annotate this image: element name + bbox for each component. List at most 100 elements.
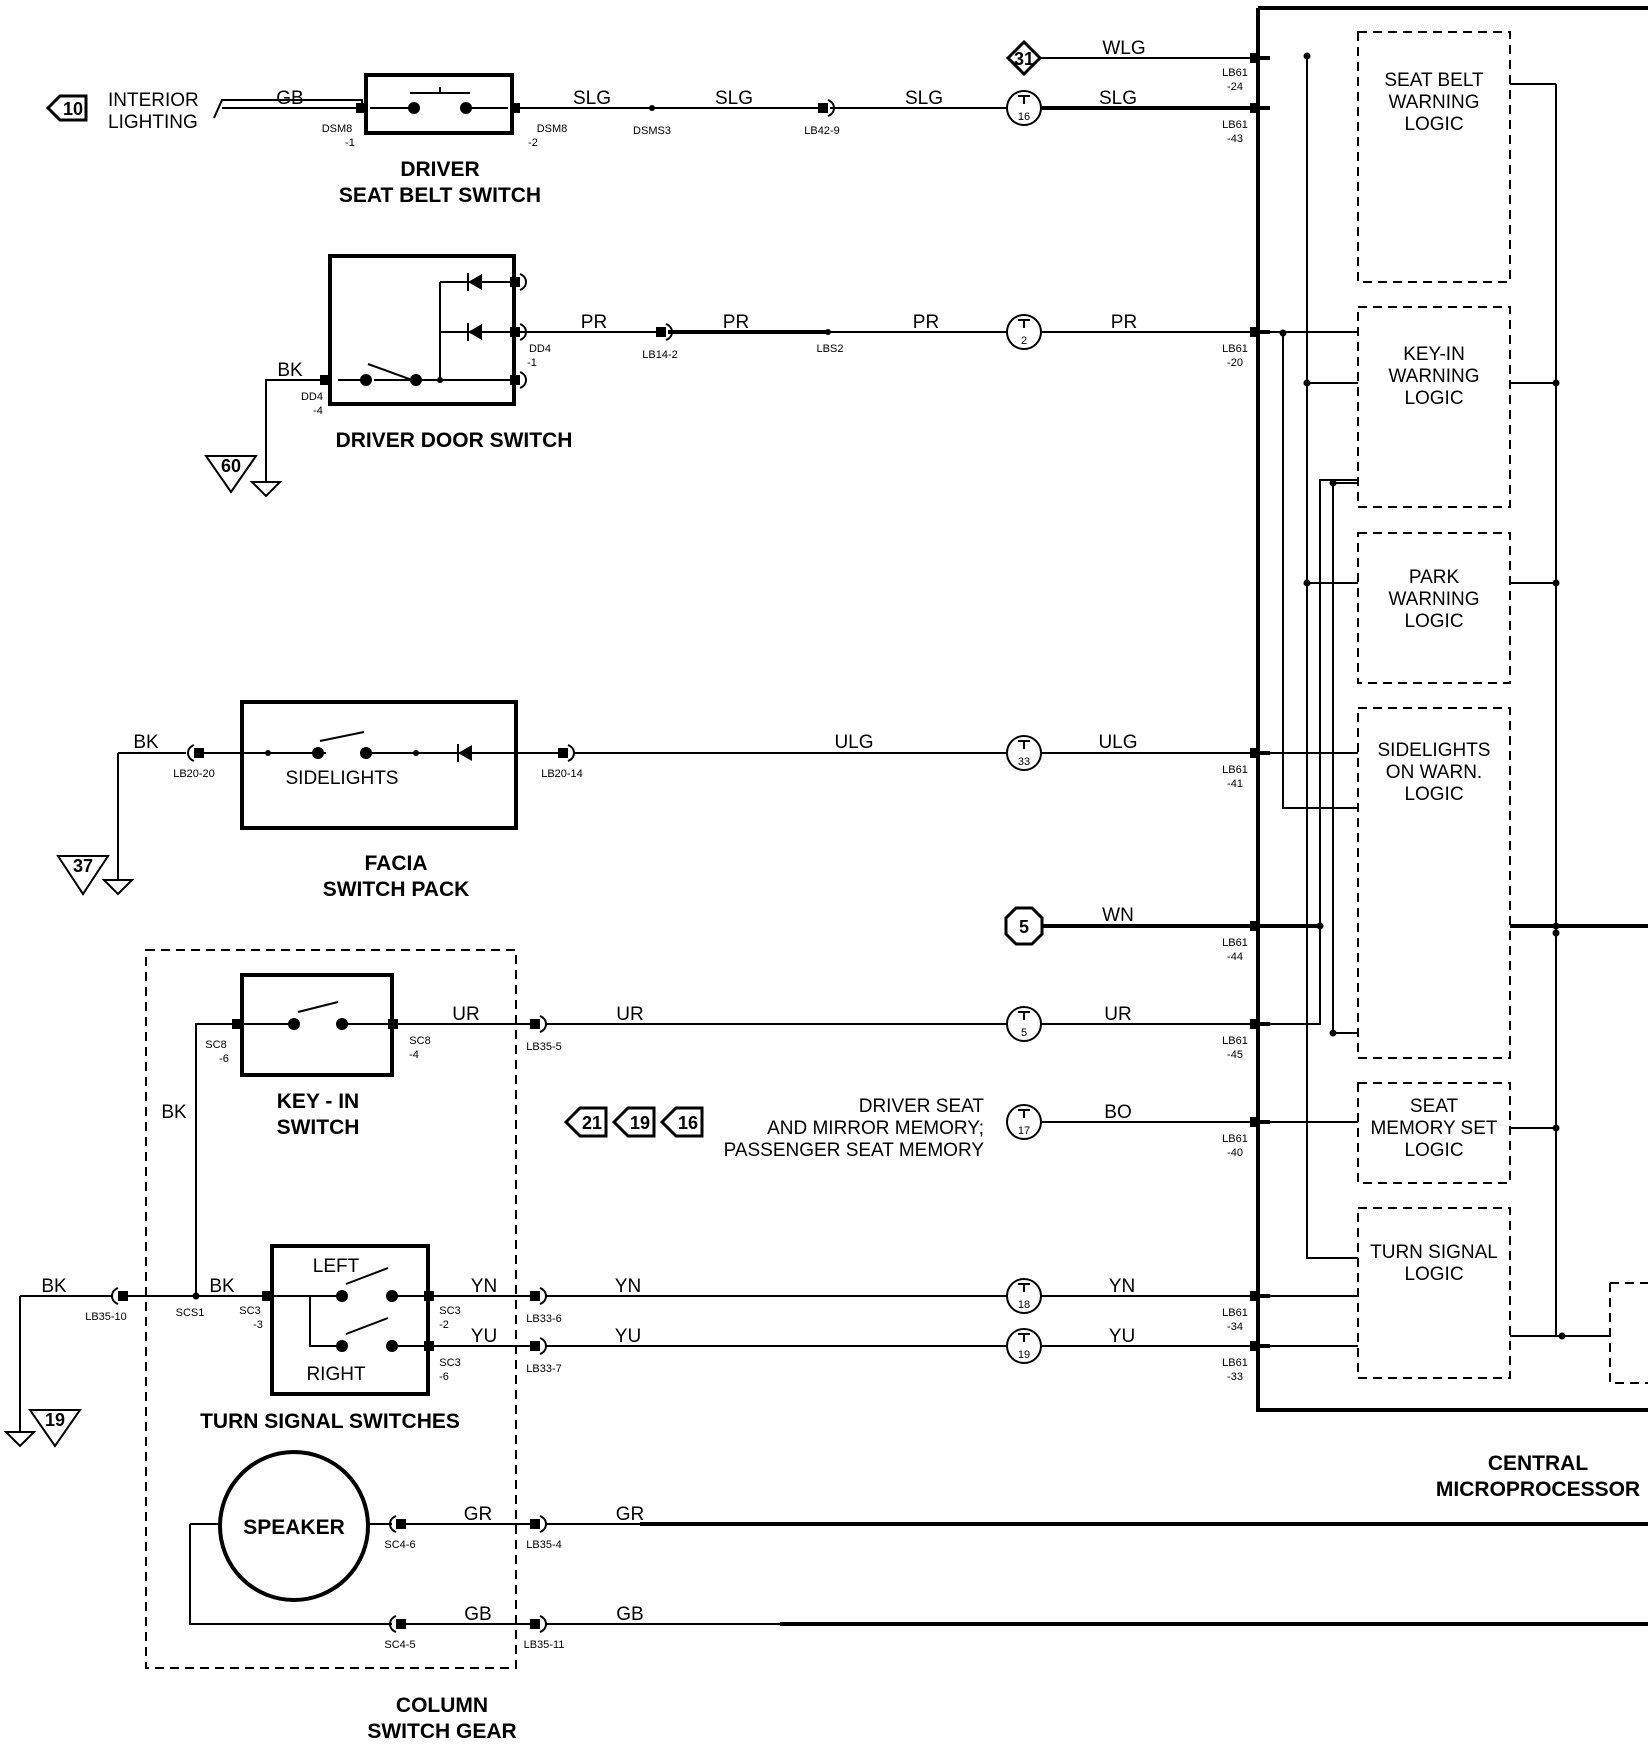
- pin-dsm8-2-l2: -2: [528, 137, 538, 149]
- wire-ulg-label-2: ULG: [1098, 732, 1137, 753]
- inline-connector-33: [1006, 735, 1042, 771]
- turn-left-label: LEFT: [313, 1256, 360, 1277]
- memory-label-3: PASSENGER SEAT MEMORY: [724, 1140, 985, 1161]
- ground-ref-60: [204, 455, 258, 494]
- pin-sc8-4-l1: SC8: [409, 1035, 430, 1047]
- microprocessor-label-line2: MICROPROCESSOR: [1436, 1478, 1640, 1501]
- row-key-in: SC8 -6 SC8 -4 BK KEY - IN SWITCH UR UR U…: [161, 926, 1321, 1296]
- pin-sc4-6: SC4-6: [384, 1539, 415, 1551]
- pin-lb61-33-l2: -33: [1227, 1371, 1243, 1383]
- pin-dd4-4-l2: -4: [313, 405, 323, 417]
- logic-seat-memory-line3: LOGIC: [1404, 1140, 1463, 1161]
- pin-dsm8-1-l1: DSM8: [322, 123, 353, 135]
- wire-bk-label-col-2: BK: [209, 1276, 235, 1297]
- ref-arrow-21: [563, 1106, 608, 1138]
- logic-key-in-line2: WARNING: [1388, 366, 1479, 387]
- ground-ref-19: [28, 1409, 82, 1448]
- pin-dsm8-1-l2: -1: [345, 137, 355, 149]
- logic-seat-memory: SEAT MEMORY SET LOGIC: [1357, 1082, 1511, 1184]
- pin-lb33-6: LB33-6: [526, 1313, 561, 1325]
- wire-slg-label-1: SLG: [573, 88, 611, 109]
- logic-sidelights-line3: LOGIC: [1404, 784, 1463, 805]
- ground-ref-60-text: 60: [221, 456, 241, 476]
- ref-octagon-5: [1004, 906, 1044, 946]
- pin-dd4-1-l2: -1: [527, 357, 537, 369]
- sidelights-label: SIDELIGHTS: [286, 768, 399, 789]
- pin-lb61-34-l1: LB61: [1222, 1307, 1248, 1319]
- pin-lb61-43-l2: -43: [1227, 133, 1243, 145]
- pin-dsms3: DSMS3: [633, 125, 671, 137]
- ground-ref-19-text: 19: [45, 1410, 65, 1430]
- column-switch-gear-label-2: SWITCH GEAR: [367, 1720, 516, 1743]
- row-wn: 5 WN LB61 -44: [1004, 479, 1648, 963]
- pin-lb61-40-l2: -40: [1227, 1147, 1243, 1159]
- ref-5-text: 5: [1019, 917, 1029, 937]
- pin-lb20-14: LB20-14: [541, 768, 583, 780]
- pin-lb61-24-l2: -24: [1227, 81, 1243, 93]
- ref-19-text: 19: [630, 1113, 650, 1133]
- pin-lb14-2: LB14-2: [642, 349, 677, 361]
- wire-pr-label-1: PR: [581, 312, 607, 333]
- wire-slg-label-4: SLG: [1099, 88, 1137, 109]
- logic-seat-belt: SEAT BELT WARNING LOGIC: [1357, 31, 1511, 283]
- wire-ur-label-2: UR: [616, 1004, 643, 1025]
- inline-connector-33-text: 33: [1018, 756, 1030, 768]
- wire-slg-label-2: SLG: [715, 88, 753, 109]
- pin-lb61-43-l1: LB61: [1222, 119, 1248, 131]
- ref-10-text: 10: [63, 99, 83, 119]
- inline-connector-2: [1006, 314, 1042, 350]
- interior-lighting-label-1: INTERIOR: [108, 90, 199, 111]
- pin-scs1: SCS1: [176, 1307, 205, 1319]
- pin-dsm8-2-l1: DSM8: [537, 123, 568, 135]
- turn-signal-switches-label: TURN SIGNAL SWITCHES: [200, 1410, 460, 1433]
- pin-sc3-3-l1: SC3: [239, 1305, 260, 1317]
- turn-right-label: RIGHT: [306, 1364, 366, 1385]
- row-seat-belt: 31 WLG LB61 -24 10 INTERIOR LIGHTING GB …: [45, 38, 1270, 207]
- driver-seat-belt-label-1: DRIVER: [400, 158, 479, 181]
- driver-door-switch-label: DRIVER DOOR SWITCH: [336, 429, 573, 452]
- pin-sc3-6-l1: SC3: [439, 1357, 460, 1369]
- key-in-label-2: SWITCH: [277, 1116, 360, 1139]
- pin-lb33-7: LB33-7: [526, 1363, 561, 1375]
- row-turn-signal: LEFT RIGHT SC3 -3 SC3 -2 SC3 -6 TURN SIG…: [3, 1244, 1358, 1448]
- pin-lb61-45-l1: LB61: [1222, 1035, 1248, 1047]
- pin-dd4-4-l1: DD4: [301, 391, 323, 403]
- wire-bk-label-keyin: BK: [161, 1102, 187, 1123]
- wire-bo-label: BO: [1104, 1102, 1131, 1123]
- pin-lb61-44-l1: LB61: [1222, 937, 1248, 949]
- wire-wn-label: WN: [1102, 905, 1134, 926]
- logic-park-line2: WARNING: [1388, 589, 1479, 610]
- pin-lb35-4: LB35-4: [526, 1539, 561, 1551]
- facia-label-1: FACIA: [365, 852, 428, 875]
- wire-pr-label-4: PR: [1111, 312, 1137, 333]
- memory-label-1: DRIVER SEAT: [859, 1096, 985, 1117]
- row-seat-memory: 21 19 16 DRIVER SEAT AND MIRROR MEMORY; …: [563, 1096, 1358, 1161]
- wire-yn-label-3: YN: [1109, 1276, 1135, 1297]
- central-microprocessor: CENTRAL MICROPROCESSOR: [1256, 6, 1648, 1501]
- pin-lb61-44-l2: -44: [1227, 951, 1243, 963]
- pin-lb61-24-l1: LB61: [1222, 67, 1248, 79]
- wire-ur-label-1: UR: [452, 1004, 479, 1025]
- driver-seat-belt-switch-box: [364, 73, 514, 135]
- pin-sc4-5: SC4-5: [384, 1639, 415, 1651]
- facia-switch-pack-box: [240, 700, 518, 830]
- pin-lb61-40-l1: LB61: [1222, 1133, 1248, 1145]
- ground-ref-37-text: 37: [73, 856, 93, 876]
- logic-key-in-line3: LOGIC: [1404, 388, 1463, 409]
- inline-connector-19: [1006, 1328, 1042, 1364]
- pin-lb61-20-l2: -20: [1227, 357, 1243, 369]
- pin-lb35-5: LB35-5: [526, 1041, 561, 1053]
- logic-sidelights-line1: SIDELIGHTS: [1378, 740, 1491, 761]
- wire-gr-label-2: GR: [616, 1504, 645, 1525]
- wire-gr-label-1: GR: [464, 1504, 493, 1525]
- wire-gb-label-1: GB: [276, 88, 303, 109]
- row-speaker: SPEAKER SC4-6 SC4-5 GR GR LB35-4 GB GB L…: [189, 1450, 1648, 1651]
- pin-dd4-1-l1: DD4: [529, 343, 551, 355]
- inline-connector-17-text: 17: [1018, 1125, 1030, 1137]
- wire-yn-label-2: YN: [615, 1276, 641, 1297]
- wire-yu-label-1: YU: [471, 1326, 497, 1347]
- ref-21-text: 21: [582, 1113, 602, 1133]
- wire-slg-label-3: SLG: [905, 88, 943, 109]
- wire-bk-label-door: BK: [277, 360, 303, 381]
- inline-connector-18: [1006, 1278, 1042, 1314]
